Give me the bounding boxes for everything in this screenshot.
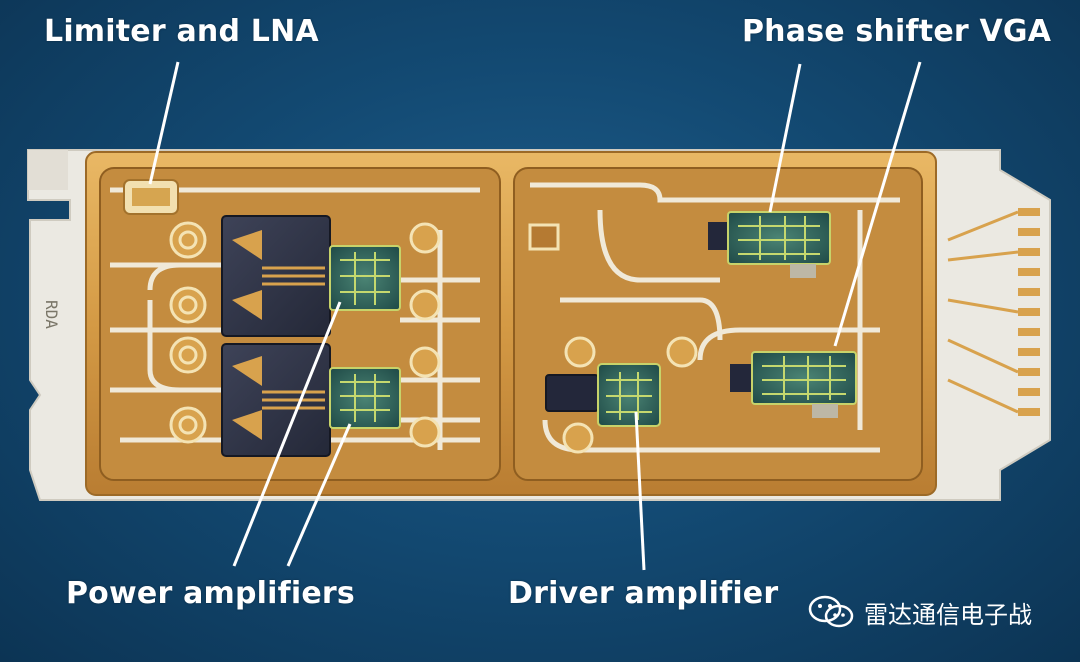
label-driver-amplifier: Driver amplifier <box>508 576 779 611</box>
spiral-inductor-pads <box>169 221 441 448</box>
label-phase-shifter-vga: Phase shifter VGA <box>742 14 1052 49</box>
right-cavity-pads <box>528 223 698 454</box>
power-amplifier-top <box>221 215 401 337</box>
watermark-text: 雷达通信电子战 <box>864 600 1032 629</box>
gold-housing-frame <box>85 151 937 496</box>
module-marking: RDA <box>42 300 61 329</box>
phase-shifter-vga-bottom <box>730 351 857 418</box>
leader-lines <box>148 61 922 571</box>
power-amplifier-bottom <box>221 343 401 457</box>
driver-amplifier-chip <box>545 363 661 427</box>
watermark: 雷达通信电子战 <box>808 592 1032 632</box>
phase-shifter-vga-top <box>708 211 831 278</box>
label-power-amplifiers: Power amplifiers <box>66 576 355 611</box>
label-limiter-and-lna: Limiter and LNA <box>44 14 319 49</box>
limiter-lna-chip <box>123 179 179 215</box>
connector-fingers <box>947 208 1040 416</box>
right-cavity-traces <box>530 182 900 453</box>
wechat-icon <box>808 595 854 628</box>
